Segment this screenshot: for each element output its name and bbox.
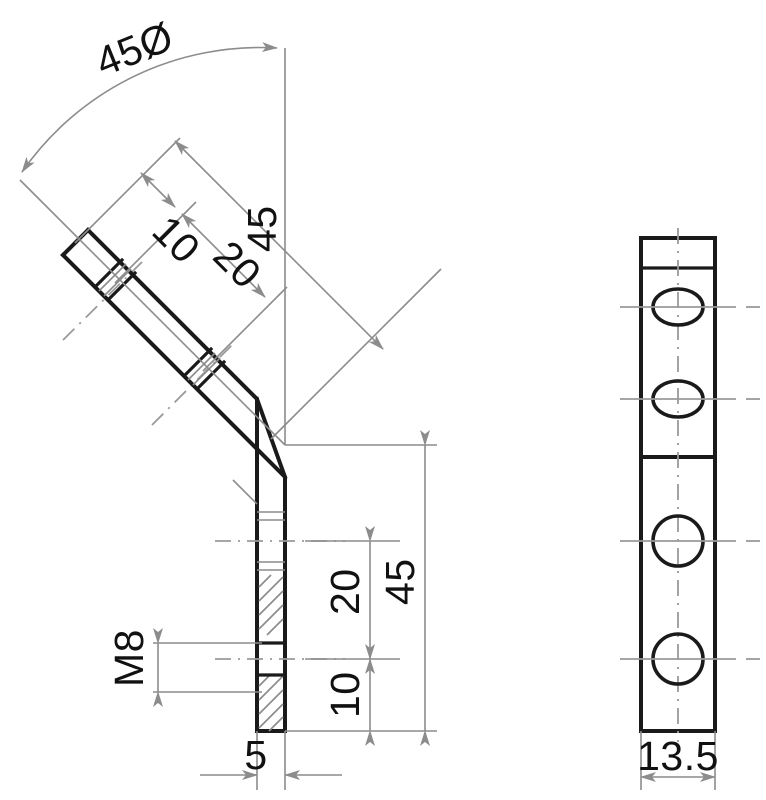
- ext-line-diag-origin: [74, 137, 181, 244]
- dimension-label-vert-20: 20: [322, 568, 368, 615]
- thread-callout-label: M8: [106, 629, 152, 687]
- dimline-diag-10: [140, 172, 176, 208]
- thickness-dimension-group: 5: [200, 731, 342, 790]
- dimension-label-vert-45: 45: [377, 558, 423, 605]
- elbow-thin-line: [232, 479, 258, 505]
- hatch-line: [258, 590, 284, 616]
- vertical-dimensions-group: 45 20 10: [285, 430, 437, 746]
- hatch-line: [266, 618, 284, 636]
- hatch-line: [258, 574, 272, 588]
- hatch-line: [258, 675, 284, 701]
- ext-line-diag-end: [270, 268, 442, 440]
- side-hole-4: [620, 632, 760, 686]
- centerline-diag-hole-1: [62, 261, 143, 341]
- bracket-outline: [60, 227, 287, 733]
- hatch-line: [258, 703, 284, 729]
- side-hole-1: [620, 287, 760, 327]
- diagonal-threaded-holes: [92, 257, 227, 392]
- hatch-line: [258, 689, 284, 715]
- dimline-diag-45: [174, 140, 384, 350]
- angle-diagonal-reference: [19, 179, 286, 446]
- dimension-label-thickness: 5: [244, 732, 267, 778]
- hatch-block-upper: [258, 574, 284, 636]
- diag-hole-2-thread-a: [187, 352, 216, 381]
- side-hole-3: [620, 514, 760, 568]
- diag-hole-2-edge-a: [181, 346, 214, 379]
- diag-hole-1-edge-b: [105, 270, 138, 303]
- hatch-block-lower: [258, 673, 284, 732]
- side-hole-2: [620, 379, 760, 419]
- dimension-label-width: 13.5: [637, 733, 719, 779]
- width-dimension-group: 13.5: [637, 731, 719, 790]
- dimension-label-diag-45: 45: [239, 205, 285, 252]
- dimension-label-vert-10: 10: [322, 671, 368, 718]
- vertical-arm-section: [255, 511, 287, 732]
- angle-dimension-label: 45Ø: [89, 13, 179, 85]
- side-elevation-view: 13.5: [620, 228, 760, 790]
- hatch-line: [268, 716, 284, 732]
- dimension-label-diag-10: 10: [144, 207, 209, 272]
- hatch-line: [258, 604, 284, 630]
- angle-arc: [21, 42, 278, 173]
- diag-hole-1-edge-a: [92, 257, 125, 290]
- diag-hole-1-thread-a: [98, 263, 127, 292]
- diagonal-dimensions-group: 10 20 45: [74, 137, 442, 440]
- diag-hole-2-thread-b: [192, 357, 221, 386]
- ext-line-diag-hole-2: [202, 286, 288, 372]
- thread-callout-group: M8: [106, 628, 262, 707]
- diag-hole-1-thread-b: [103, 268, 132, 297]
- diag-hole-2-edge-b: [194, 359, 227, 392]
- hatch-line: [258, 576, 284, 602]
